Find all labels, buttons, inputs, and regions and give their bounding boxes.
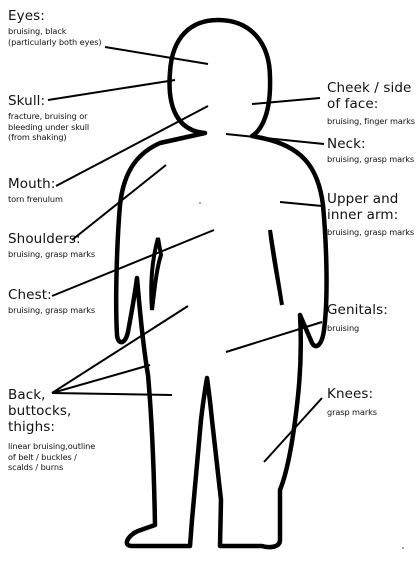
skull-label: Skull: fracture, bruising or bleeding un… bbox=[8, 93, 108, 143]
arm-pointer-line bbox=[280, 202, 322, 206]
chest-title: Chest: bbox=[8, 287, 108, 303]
back-pointer-line-1 bbox=[52, 306, 188, 393]
genitals-title: Genitals: bbox=[327, 302, 419, 318]
knees-desc: grasp marks bbox=[327, 407, 419, 418]
cheek-label: Cheek / side of face: bruising, finger m… bbox=[327, 80, 419, 127]
chest-label: Chest: bruising, grasp marks bbox=[8, 287, 108, 316]
skull-title: Skull: bbox=[8, 93, 108, 109]
genitals-desc: bruising bbox=[327, 323, 419, 334]
speck-mark bbox=[402, 547, 404, 549]
arm-title: Upper and inner arm: bbox=[327, 191, 417, 223]
speck-mark bbox=[199, 202, 201, 204]
neck-desc: bruising, grasp marks bbox=[327, 154, 420, 165]
knees-label: Knees: grasp marks bbox=[327, 386, 419, 418]
neck-label: Neck: bruising, grasp marks bbox=[327, 136, 419, 165]
arm-label: Upper and inner arm: bruising, grasp mar… bbox=[327, 191, 419, 238]
shoulders-label: Shoulders: bruising, grasp marks bbox=[8, 231, 108, 260]
chest-desc: bruising, grasp marks bbox=[8, 305, 108, 316]
back-label: Back, buttocks, thighs: linear bruising,… bbox=[8, 387, 108, 473]
back-title: Back, buttocks, thighs: bbox=[8, 387, 78, 435]
shoulders-title: Shoulders: bbox=[8, 231, 108, 247]
arm-desc: bruising, grasp marks bbox=[327, 227, 420, 238]
cheek-pointer-line bbox=[252, 98, 320, 104]
mouth-desc: torn frenulum bbox=[8, 194, 98, 205]
right-inner-arm-line bbox=[270, 230, 282, 305]
shoulders-desc: bruising, grasp marks bbox=[8, 249, 108, 260]
back-desc: linear bruising,outline of belt / buckle… bbox=[8, 441, 104, 473]
knees-pointer-line bbox=[264, 398, 322, 462]
mouth-label: Mouth: torn frenulum bbox=[8, 176, 98, 205]
eyes-desc: bruising, black (particularly both eyes) bbox=[8, 26, 104, 47]
eyes-pointer-line bbox=[105, 47, 208, 64]
neck-title: Neck: bbox=[327, 136, 419, 152]
cheek-title: Cheek / side of face: bbox=[327, 80, 417, 112]
skull-desc: fracture, bruising or bleeding under sku… bbox=[8, 111, 96, 143]
cheek-desc: bruising, finger marks bbox=[327, 116, 420, 127]
eyes-title: Eyes: bbox=[8, 8, 108, 24]
mouth-title: Mouth: bbox=[8, 176, 98, 192]
left-inner-arm-line bbox=[151, 238, 161, 310]
body-silhouette bbox=[116, 20, 326, 547]
genitals-label: Genitals: bruising bbox=[327, 302, 419, 334]
eyes-label: Eyes: bruising, black (particularly both… bbox=[8, 8, 108, 47]
knees-title: Knees: bbox=[327, 386, 419, 402]
